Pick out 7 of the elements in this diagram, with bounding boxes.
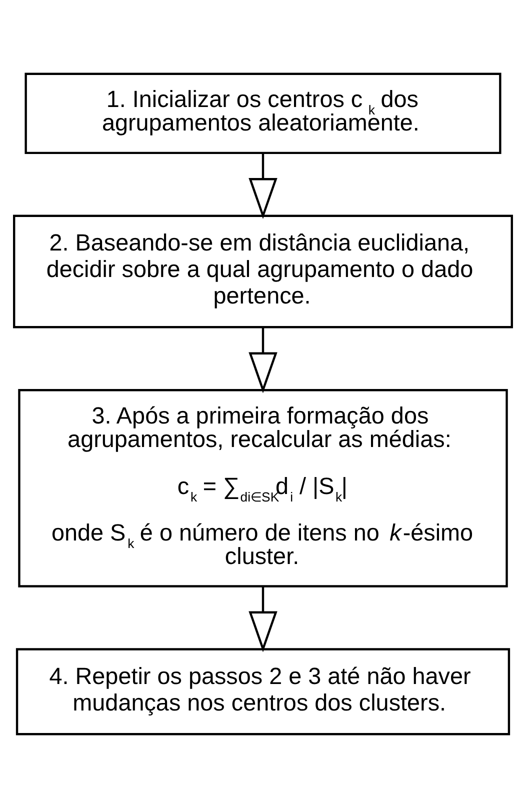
node-box: 3. Após a primeira formação dos agrupamentos, recalcular as médias: c$_{k}$ = ∑$_{di∈SK}$d$_{i}$ / |S$_{k}$| onde S$_{k}$ é o número de itens no k-ésimo cluster. bbox=[18, 389, 508, 588]
arrow bbox=[248, 153, 278, 220]
node-box: 4. Repetir os passos 2 e 3 até não haver mudanças nos centros dos clusters. bbox=[16, 648, 510, 736]
arrow bbox=[248, 586, 278, 652]
node-box: 1. Inicializar os centros c$_{k}$ dos agrupamentos aleatoriamente. bbox=[24, 72, 502, 154]
arrow bbox=[248, 327, 278, 394]
node-box: 2. Baseando-se em distância euclidiana, decidir sobre a qual agrupamento o dado pertence. bbox=[13, 214, 513, 328]
